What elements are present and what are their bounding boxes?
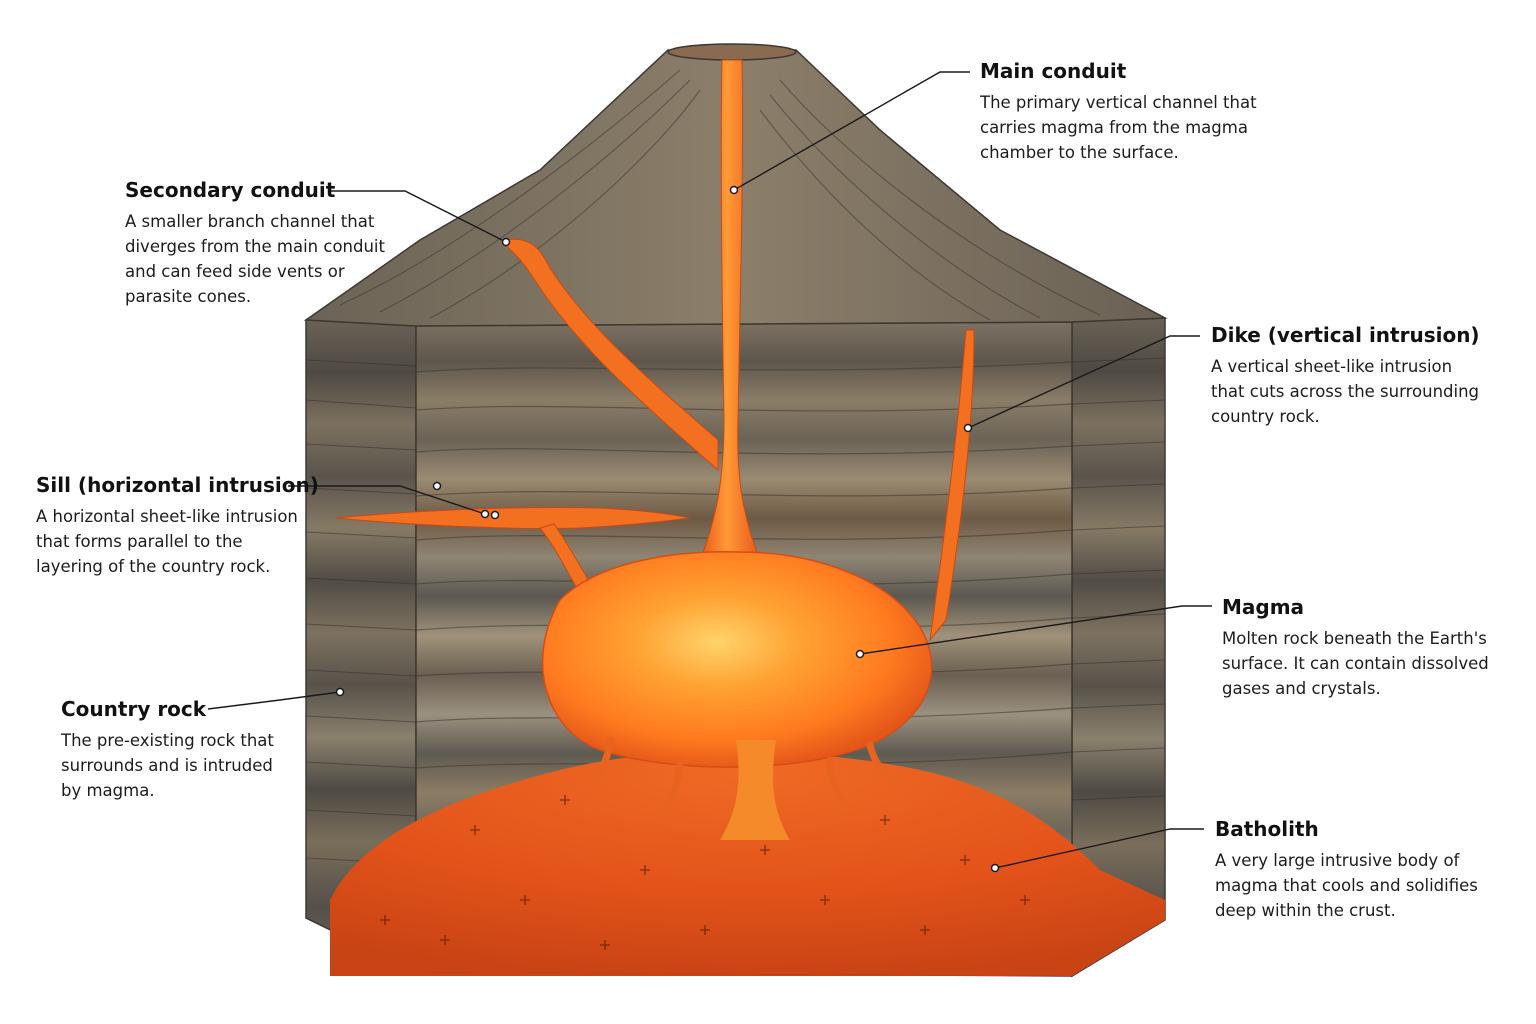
secondary-conduit-desc: A smaller branch channel that diverges f… [125, 212, 385, 306]
magma-chamber [541, 551, 933, 768]
leader-main-conduit [733, 71, 970, 191]
dot-main-conduit [729, 185, 739, 195]
label-magma: Magma Molten rock beneath the Earth's su… [1222, 594, 1522, 701]
sill [334, 506, 691, 530]
leader-batholith [994, 828, 1204, 869]
label-dike: Dike (vertical intrusion) A vertical she… [1211, 322, 1521, 429]
dot-dike [963, 423, 973, 433]
leader-secondary-conduit [330, 190, 507, 243]
country-rock-title: Country rock [61, 697, 207, 721]
dike-desc: A vertical sheet-like intrusion that cut… [1211, 357, 1480, 426]
dot-country-rock [335, 687, 345, 697]
batholith-shape [330, 751, 1165, 976]
dot-secondary-conduit [501, 237, 511, 247]
batholith-crosses [380, 795, 1030, 950]
label-batholith: Batholith A very large intrusive body of… [1215, 816, 1515, 923]
cone-layers [339, 69, 1101, 321]
main-conduit-title: Main conduit [980, 59, 1127, 83]
country-rock-desc: The pre-existing rock that surrounds and… [61, 731, 274, 800]
magma-stem [720, 740, 790, 840]
label-country-rock: Country rock The pre-existing rock that … [61, 696, 321, 803]
leader-dike [967, 335, 1200, 429]
magma-title: Magma [1222, 595, 1305, 619]
leader-dots [335, 185, 1000, 873]
batholith-title: Batholith [1215, 817, 1319, 841]
leader-magma [859, 605, 1212, 655]
sill-desc: A horizontal sheet-like intrusion that f… [36, 507, 298, 576]
dot-sill-b [480, 509, 490, 519]
dike [929, 329, 975, 642]
leader-country-rock [207, 691, 341, 710]
sill-title: Sill (horizontal intrusion) [36, 473, 319, 497]
dot-sill-a [432, 481, 442, 491]
label-secondary-conduit: Secondary conduit A smaller branch chann… [125, 177, 425, 309]
magma-desc: Molten rock beneath the Earth's surface.… [1222, 629, 1489, 698]
crater [667, 43, 797, 61]
main-conduit-desc: The primary vertical channel that carrie… [980, 93, 1257, 162]
label-main-conduit: Main conduit The primary vertical channe… [980, 58, 1300, 165]
secondary-conduit [505, 238, 719, 472]
dot-sill-c [490, 510, 500, 520]
dike-title: Dike (vertical intrusion) [1211, 323, 1480, 347]
block-bottom-edge [330, 972, 1072, 976]
magma-tendrils [586, 736, 898, 809]
label-sill: Sill (horizontal intrusion) A horizontal… [36, 472, 336, 579]
dot-magma [855, 649, 865, 659]
leader-sill [288, 485, 486, 515]
leader-lines [207, 71, 1212, 869]
secondary-conduit-title: Secondary conduit [125, 178, 336, 202]
batholith-desc: A very large intrusive body of magma tha… [1215, 851, 1478, 920]
dot-batholith [990, 863, 1000, 873]
